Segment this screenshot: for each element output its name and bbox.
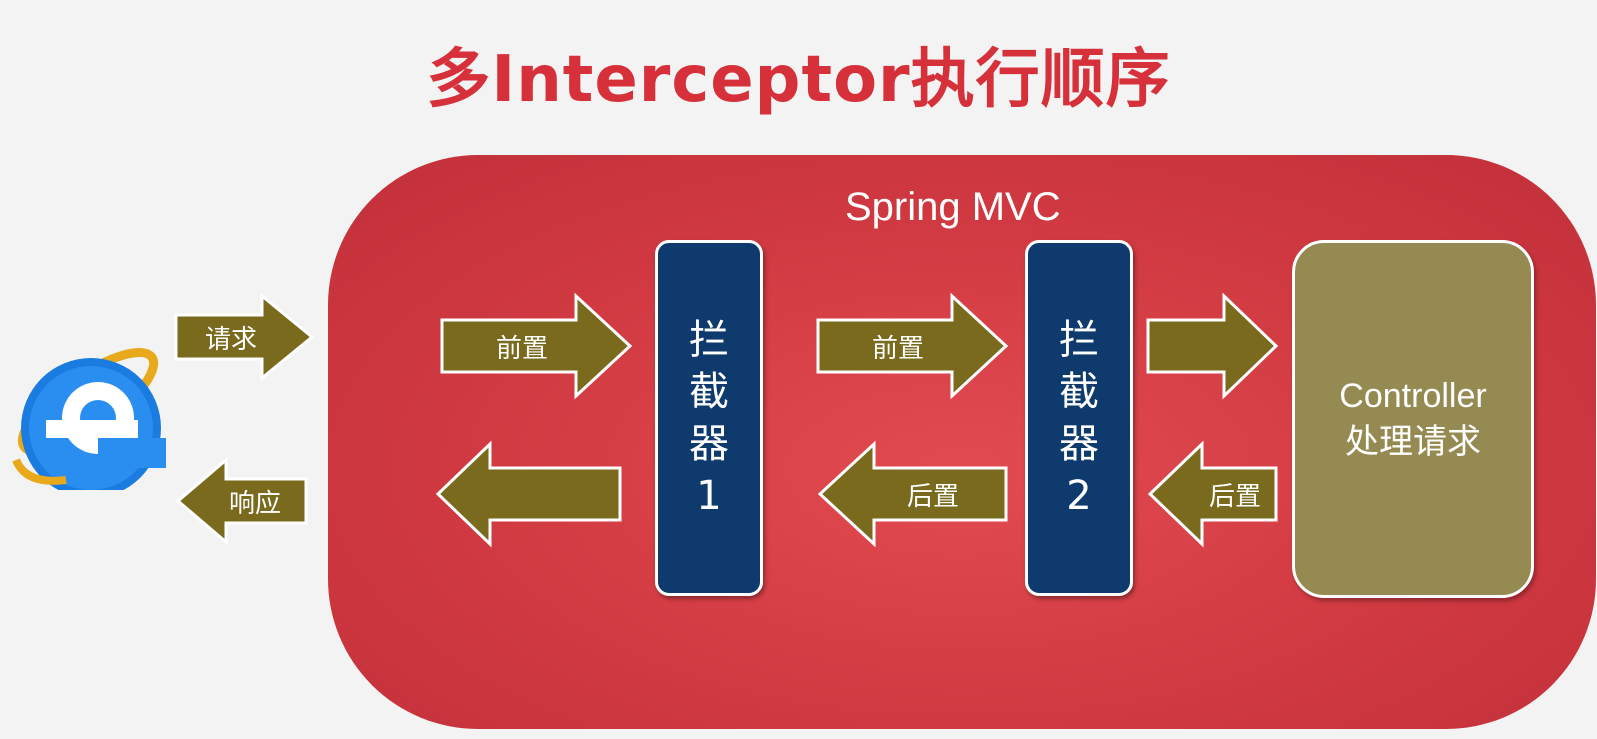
interceptor-1-char-1: 拦 — [689, 317, 729, 363]
interceptor-2: 拦 截 器 2 — [1025, 240, 1133, 596]
page-title: 多Interceptor执行顺序 — [426, 43, 1171, 117]
request-arrow: 请求 — [174, 292, 315, 382]
controller-box: Controller 处理请求 — [1292, 240, 1534, 598]
interceptor-2-char-2: 截 — [1059, 369, 1099, 415]
internet-explorer-icon — [6, 340, 168, 498]
interceptor-2-char-3: 器 — [1059, 421, 1099, 467]
interceptor-2-number: 2 — [1066, 473, 1092, 519]
post-arrow-3: 后置 — [1147, 440, 1278, 548]
response-label: 响应 — [228, 488, 281, 519]
post-arrow-3-label: 后置 — [1208, 481, 1261, 512]
controller-title: Controller — [1339, 377, 1487, 415]
pre-arrow-2-label: 前置 — [871, 333, 924, 364]
post-arrow-2-label: 后置 — [906, 481, 959, 512]
pre-arrow-1-label: 前置 — [495, 333, 548, 364]
controller-subtitle: 处理请求 — [1345, 422, 1481, 462]
interceptor-1-char-3: 器 — [689, 421, 729, 467]
interceptor-1-char-2: 截 — [689, 369, 729, 415]
post-arrow-1 — [435, 440, 622, 548]
interceptor-2-char-1: 拦 — [1059, 317, 1099, 363]
response-arrow: 响应 — [175, 456, 308, 546]
interceptor-1-number: 1 — [696, 473, 722, 519]
pre-arrow-2: 前置 — [816, 292, 1009, 400]
interceptor-1: 拦 截 器 1 — [655, 240, 763, 596]
request-label: 请求 — [204, 324, 257, 355]
pre-arrow-3 — [1146, 292, 1279, 400]
spring-mvc-label: Spring MVC — [845, 185, 1061, 229]
pre-arrow-1: 前置 — [440, 292, 633, 400]
post-arrow-2: 后置 — [817, 440, 1008, 548]
